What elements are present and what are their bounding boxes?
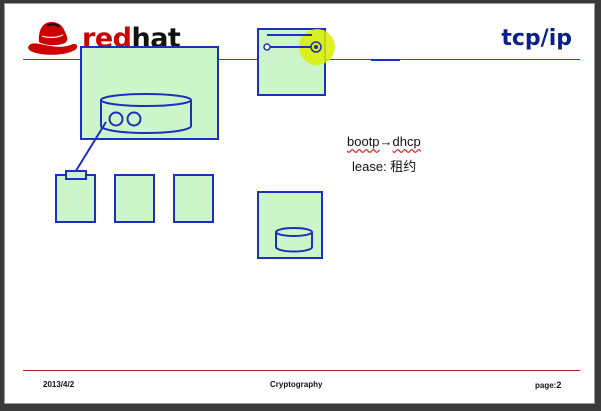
presentation-slide: redhat tcp/ip bootp→dhcp lease: 租约 2013/… xyxy=(4,3,595,404)
footer-page-label: page: xyxy=(535,381,557,390)
client-box-1 xyxy=(55,174,96,223)
note-arrow: → xyxy=(379,134,393,149)
client-box-1-tab xyxy=(65,170,87,180)
note-dhcp: dhcp xyxy=(392,134,421,149)
note-lease: lease: 租约 xyxy=(352,159,417,174)
database-cylinder-icon xyxy=(275,227,313,253)
slide-title: tcp/ip xyxy=(501,26,572,51)
cursor-highlight-icon xyxy=(263,29,335,65)
footer-page: page:2 xyxy=(535,380,561,390)
connector-line xyxy=(73,121,107,175)
database-cylinder-icon xyxy=(100,93,192,134)
client-box-3 xyxy=(173,174,214,223)
redhat-shadowman-icon xyxy=(28,22,78,55)
note-bootp-dhcp: bootp→dhcp xyxy=(347,134,421,149)
note-bootp: bootp xyxy=(347,134,380,149)
footer-date: 2013/4/2 xyxy=(43,380,75,389)
footer-rule xyxy=(23,370,580,371)
footer-page-number: 2 xyxy=(556,380,562,390)
rule-accent xyxy=(371,59,400,61)
footer-title: Cryptography xyxy=(270,380,323,389)
client-box-2 xyxy=(114,174,155,223)
